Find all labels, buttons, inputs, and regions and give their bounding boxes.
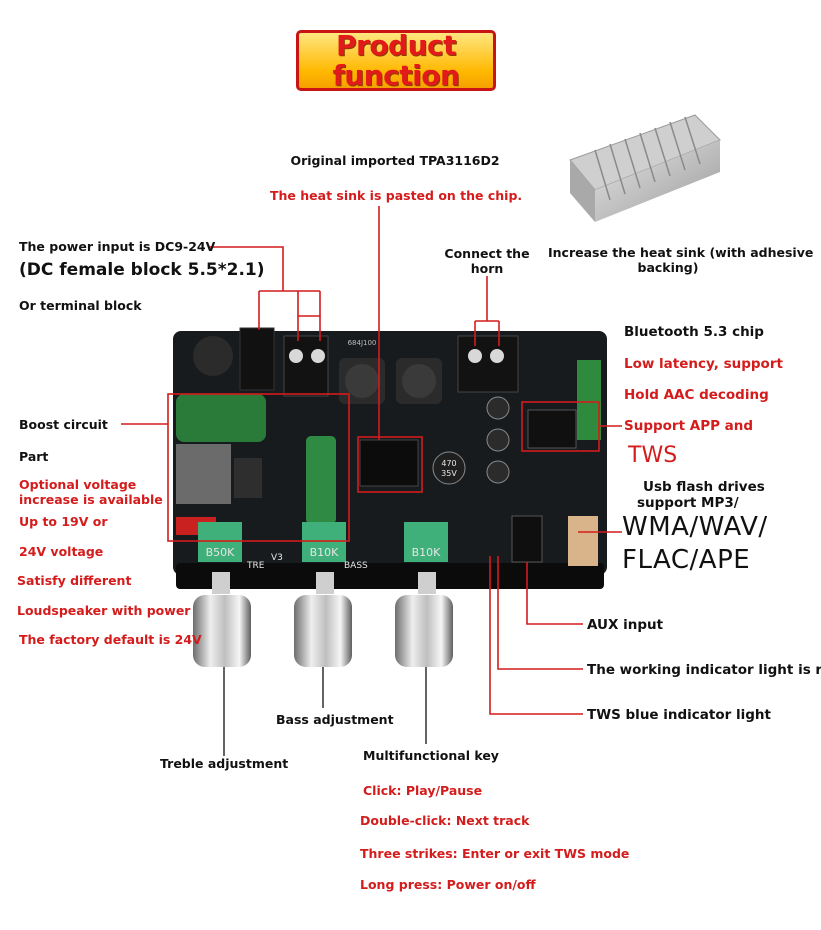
power-line-2: (DC female block 5.5*2.1): [19, 260, 265, 280]
power-line-3: Or terminal block: [19, 298, 142, 313]
boost-line-4: 24V voltage: [19, 544, 104, 559]
board-cap-value: 470: [441, 459, 456, 468]
board-knob2-label: B10K: [310, 546, 340, 559]
heat-sink-image: [569, 114, 721, 222]
horn-line-1: Connect the: [444, 246, 530, 261]
title-badge: [296, 30, 496, 91]
board-knob1-label: B50K: [206, 546, 236, 559]
boost-title: Boost circuit: [19, 417, 108, 432]
boost-line-6: Loudspeaker with power: [17, 603, 191, 618]
key-triple: Three strikes: Enter or exit TWS mode: [360, 846, 630, 861]
working-light-label: The working indicator light is red: [587, 662, 821, 678]
boost-line-1: Optional voltage: [19, 477, 137, 492]
boost-line-2: increase is available: [19, 492, 163, 507]
usb-line-4: FLAC/APE: [622, 545, 751, 575]
aux-label: AUX input: [587, 617, 664, 633]
boost-line-7: The factory default is 24V: [19, 632, 202, 647]
heatsink-line-1: Increase the heat sink (with adhesive: [548, 245, 814, 260]
boost-line-5: Satisfy different: [17, 573, 132, 588]
key-title: Multifunctional key: [363, 748, 499, 763]
title-line-2: function: [332, 59, 460, 92]
key-double: Double-click: Next track: [360, 813, 530, 828]
bluetooth-line-3: Support APP and: [624, 418, 754, 434]
bluetooth-line-1: Low latency, support: [624, 356, 783, 372]
bluetooth-line-2: Hold AAC decoding: [624, 387, 769, 403]
key-long: Long press: Power on/off: [360, 877, 536, 892]
board-v3-label: V3: [271, 553, 283, 563]
usb-line-1: Usb flash drives: [643, 479, 765, 495]
board-cap-voltage: 35V: [441, 469, 457, 478]
bluetooth-title: Bluetooth 5.3 chip: [624, 324, 764, 340]
key-click: Click: Play/Pause: [363, 783, 483, 798]
bass-label: Bass adjustment: [276, 712, 394, 727]
power-line-1: The power input is DC9-24V: [19, 239, 216, 254]
usb-line-2: support MP3/: [637, 495, 739, 511]
amplifier-board: [173, 327, 607, 667]
callout-lines: [121, 206, 622, 715]
board-bass-label: BASS: [344, 561, 368, 571]
title-line-1: Product: [335, 29, 457, 62]
heatsink-line-2: backing): [637, 260, 699, 275]
board-inductor-label: 684J100: [348, 339, 377, 347]
board-knob3-label: B10K: [412, 546, 442, 559]
bluetooth-line-4: TWS: [628, 443, 678, 468]
chip-name: Original imported TPA3116D2: [290, 153, 500, 168]
boost-part: Part: [19, 449, 49, 464]
tws-light-label: TWS blue indicator light: [587, 707, 771, 723]
chip-note: The heat sink is pasted on the chip.: [270, 188, 523, 203]
horn-line-2: horn: [470, 261, 504, 276]
usb-line-3: WMA/WAV/: [622, 512, 768, 542]
treble-label: Treble adjustment: [160, 756, 289, 771]
board-tre-label: TRE: [246, 561, 265, 571]
page-title: Product function: [296, 31, 496, 91]
boost-line-3: Up to 19V or: [19, 514, 108, 529]
knob-callouts: [223, 667, 427, 756]
